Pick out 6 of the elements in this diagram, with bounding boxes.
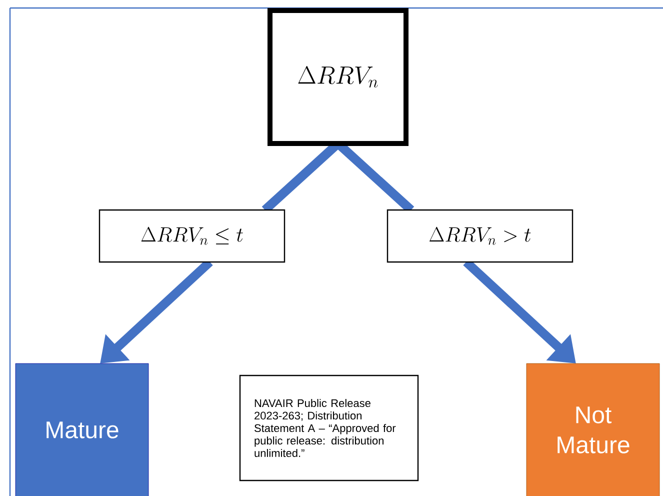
note-box: NAVAIR Public Release 2023-263; Distribution Statement A – “Approved for public release: distribution unlimited.” [239, 374, 419, 482]
formula-box: $\Delta RRV_n$ [268, 8, 408, 146]
condition-box: $\Delta RRV_n > t$ [386, 209, 574, 263]
condition-box: $\Delta RRV_n \leq t$ [98, 209, 286, 263]
outcome-box: Mature [15, 363, 149, 496]
outcome-box: Not Mature [526, 363, 660, 496]
